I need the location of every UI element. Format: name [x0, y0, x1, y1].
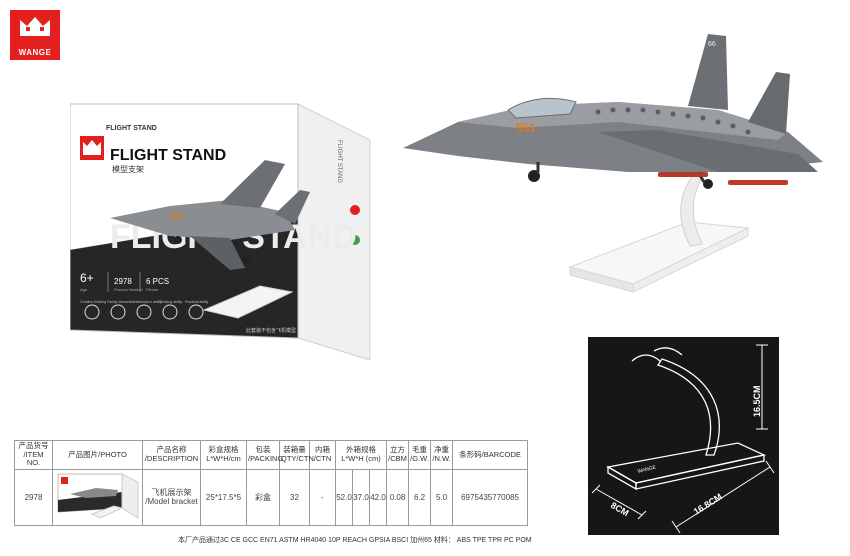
observation-icon: [136, 304, 152, 320]
box-plane-number: 551: [170, 211, 184, 220]
box-pcs: 6 PCS: [146, 277, 169, 286]
front-wheel: [528, 170, 540, 182]
cell-qty: 32: [279, 468, 310, 526]
base-mark: WANGE: [637, 464, 657, 475]
feature-label: Observation ability: [133, 300, 162, 304]
box-item-label: Product Number: [114, 287, 144, 292]
cell-photo: [52, 468, 143, 526]
cell-gw: 6.2: [408, 468, 432, 526]
box-pcs-label: Pieces: [146, 287, 158, 292]
th-inner: 内箱/CTN: [309, 440, 336, 470]
brand-name: WANGE: [18, 48, 52, 57]
plane-tail-right: [748, 72, 790, 134]
missile: [658, 172, 708, 177]
product-thumbnail: [57, 473, 138, 520]
warning-icon: [350, 205, 360, 215]
box-age-label: Age: [80, 287, 88, 292]
cell-packing: 彩盒: [246, 468, 280, 526]
feature-label: Creative thinking: [80, 300, 106, 304]
plane-on-stand-image: 66 551: [398, 22, 828, 312]
length-label: 16.8CM: [692, 492, 724, 517]
missile: [728, 180, 788, 185]
feature-label: Family interaction: [107, 300, 134, 304]
box-header-small: FLIGHT STAND: [106, 125, 157, 132]
cell-inner: -: [309, 468, 336, 526]
certification-footer: 本厂产品通过3C CE GCC EN71 ASTM HR4040 10P REA…: [178, 537, 532, 544]
cell-item-no: 2978: [14, 468, 53, 526]
plane-tail-number: 66: [708, 41, 716, 48]
box-age: 6+: [80, 271, 94, 285]
box-side-text: FLIGHT STAND: [336, 140, 342, 183]
brand-logo: WANGE: [10, 10, 60, 60]
rear-wheel: [703, 179, 713, 189]
cell-barcode: 6975435770085: [452, 468, 529, 526]
th-gw: 毛重/G.W.: [408, 440, 432, 470]
width-label: 8CM: [609, 500, 630, 518]
box-stand-image: [202, 285, 294, 319]
box-plane-image: 551: [110, 160, 310, 270]
th-packing: 包装/PACKING: [246, 440, 283, 470]
plane-wing: [598, 130, 818, 172]
box-subtitle: 模型支架: [112, 164, 144, 174]
cell-outer-l: 52.0: [335, 468, 353, 526]
crown-icon: [20, 17, 50, 36]
plane-tail-left: [688, 34, 728, 110]
box-note: 此套装不包含飞机模型: [246, 327, 296, 334]
plane-number: 551: [516, 121, 536, 135]
plane-canopy: [507, 97, 577, 119]
table-row: 2978 飞机展示架/Model bracket 25*17.5*5 彩盒 32…: [14, 468, 529, 526]
cell-description: 飞机展示架/Model bracket: [142, 468, 201, 526]
product-box: FLIGHT STAND FLIGHT STAND FLIGHT STAND 模…: [69, 100, 380, 361]
spec-table: 产品货号/ITEM NO. 产品图片/PHOTO 产品名称/DESCRIPTIO…: [14, 440, 529, 526]
family-icon: [110, 304, 126, 320]
cell-outer-w: 37.0: [352, 468, 370, 526]
practice-icon: [188, 304, 204, 320]
feature-label: Thinking ability: [159, 300, 182, 304]
stand-arm-outline: [656, 358, 721, 456]
th-nw: 净重/N.W.: [430, 440, 454, 470]
eco-icon: [350, 235, 360, 245]
table-header-row: 产品货号/ITEM NO. 产品图片/PHOTO 产品名称/DESCRIPTIO…: [14, 440, 529, 470]
th-barcode: 条形码/BARCODE: [452, 440, 529, 470]
th-photo: 产品图片/PHOTO: [52, 440, 143, 470]
cell-outer-h: 42.0: [368, 468, 388, 526]
feature-label: Practical ability: [185, 300, 209, 304]
cell-cbm: 0.08: [386, 468, 410, 526]
dimension-diagram: WANGE 16.5CM 16.8CM 8CM: [588, 337, 779, 535]
th-cbm: 立方/CBM: [386, 440, 410, 470]
th-description: 产品名称/DESCRIPTION: [142, 440, 201, 470]
cell-nw: 5.0: [430, 468, 454, 526]
cell-box-size: 25*17.5*5: [200, 468, 247, 526]
thinking-icon: [162, 304, 178, 320]
box-item-no: 2978: [114, 277, 132, 286]
height-label: 16.5CM: [752, 385, 762, 417]
creativity-icon: [84, 304, 100, 320]
box-title: FLIGHT STAND: [110, 147, 226, 164]
box-feature-icons: Creative thinking Family interaction Obs…: [80, 300, 209, 320]
th-item-no: 产品货号/ITEM NO.: [14, 440, 53, 470]
